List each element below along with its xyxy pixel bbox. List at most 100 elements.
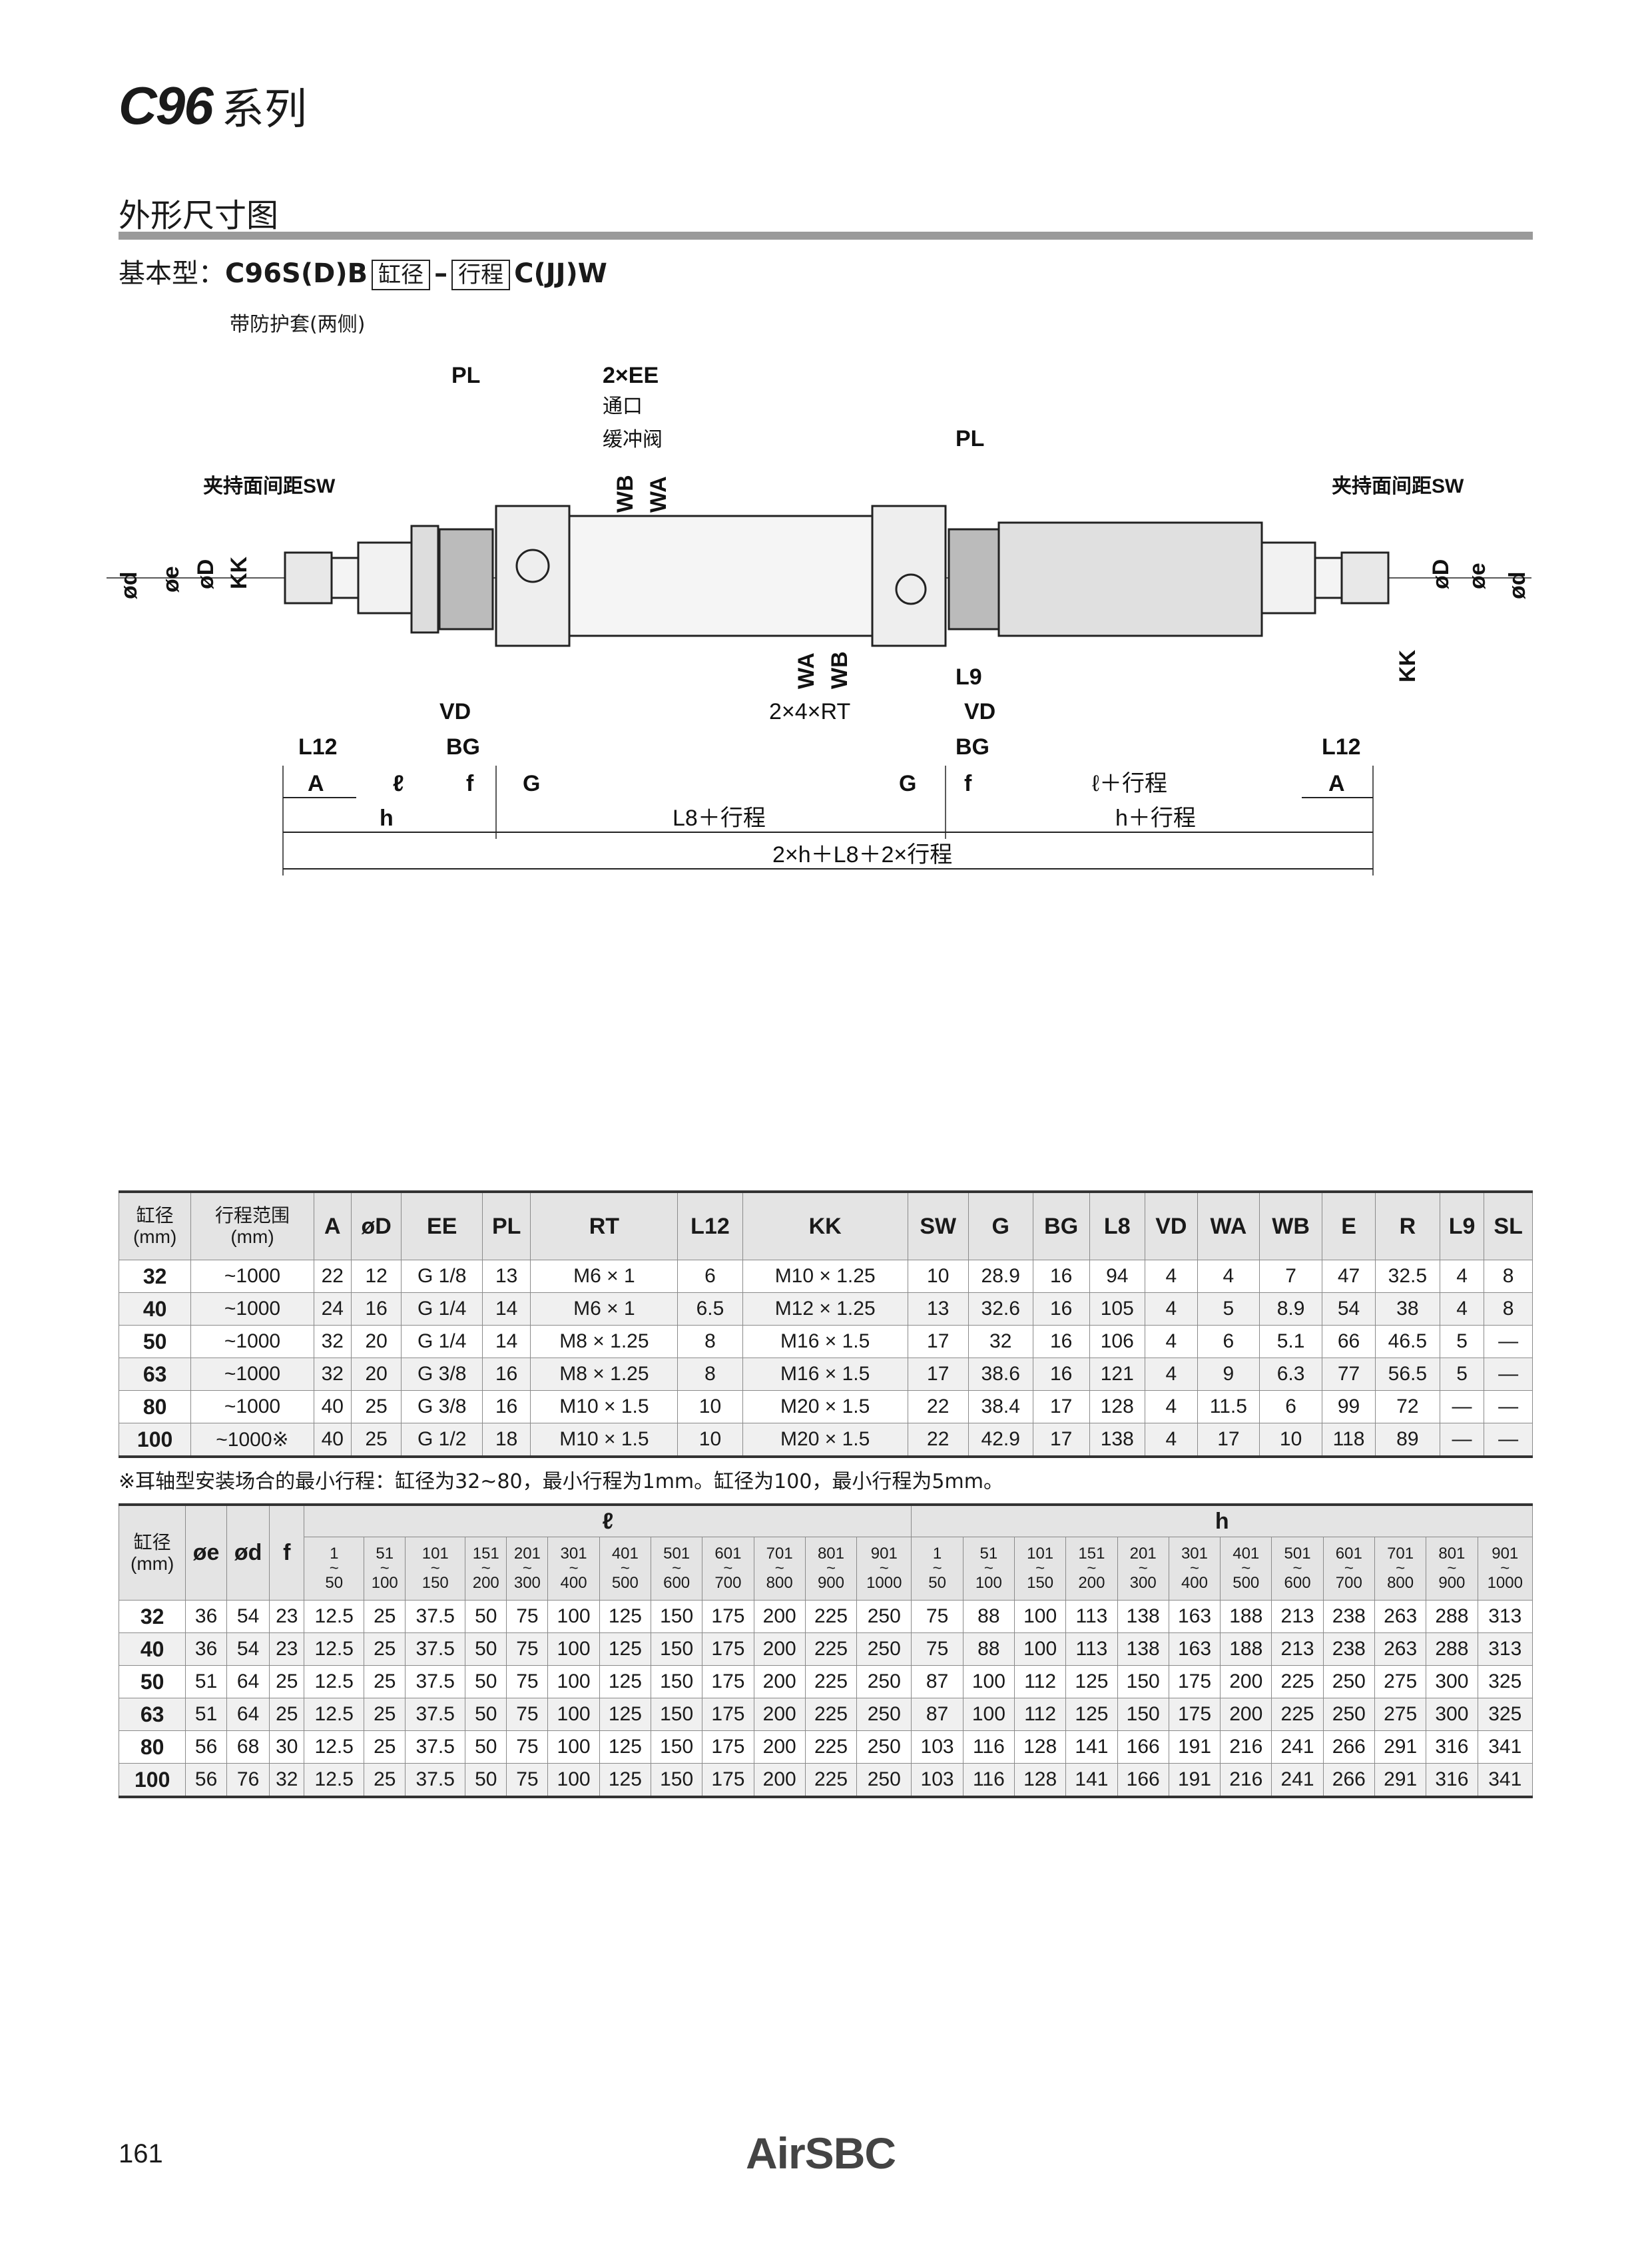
t2-cell: 141 bbox=[1065, 1763, 1118, 1798]
label-vd-left: VD bbox=[439, 699, 471, 724]
label-l12-left: L12 bbox=[298, 734, 338, 760]
t2-cell: 100 bbox=[547, 1763, 600, 1798]
t2-cell: 300 bbox=[1426, 1698, 1478, 1731]
t2-cell: 23 bbox=[269, 1600, 305, 1633]
model-dash: – bbox=[434, 258, 448, 289]
t2-header-l: ℓ bbox=[304, 1503, 912, 1537]
t1-cell: 12 bbox=[350, 1260, 402, 1293]
t1-header: SL bbox=[1484, 1190, 1533, 1260]
t2-cell: 116 bbox=[962, 1730, 1015, 1764]
t2-cell: 75 bbox=[506, 1698, 549, 1731]
t1-cell: 105 bbox=[1089, 1292, 1145, 1326]
t2-cell: 116 bbox=[962, 1763, 1015, 1798]
range-label: 601~700 bbox=[714, 1545, 742, 1592]
t2-cell: 291 bbox=[1374, 1763, 1427, 1798]
t2-cell: 166 bbox=[1117, 1763, 1169, 1798]
model-bore-box: 缸径 bbox=[372, 260, 431, 290]
t2-cell: 100 bbox=[1013, 1600, 1067, 1633]
t2-cell: 188 bbox=[1220, 1600, 1272, 1633]
t2-cell: 87 bbox=[911, 1665, 964, 1698]
t2-cell: 88 bbox=[962, 1600, 1015, 1633]
t1-cell: — bbox=[1484, 1325, 1533, 1358]
t2-cell: 50 bbox=[465, 1665, 507, 1698]
t1-cell: 121 bbox=[1089, 1358, 1145, 1391]
t2-range-header: 301~400 bbox=[1168, 1537, 1221, 1601]
t1-cell: ~1000 bbox=[190, 1390, 314, 1423]
t2-cell: 275 bbox=[1374, 1665, 1427, 1698]
t2-cell: 112 bbox=[1013, 1698, 1067, 1731]
label-wb-bottom: WB bbox=[827, 651, 852, 689]
t2-range-header: 701~800 bbox=[753, 1537, 806, 1601]
t1-cell: 138 bbox=[1089, 1423, 1145, 1458]
t2-cell: 175 bbox=[702, 1600, 754, 1633]
model-part1: C96S(D)B bbox=[225, 258, 368, 289]
t2-cell: 103 bbox=[911, 1730, 964, 1764]
t2-cell: 56 bbox=[185, 1763, 227, 1798]
t1-header: WB bbox=[1259, 1190, 1323, 1260]
t2-cell: 50 bbox=[465, 1698, 507, 1731]
t2-cell: 266 bbox=[1322, 1730, 1375, 1764]
t1-cell: 20 bbox=[350, 1325, 402, 1358]
t2-cell: 191 bbox=[1168, 1730, 1221, 1764]
t2-range-header: 401~500 bbox=[599, 1537, 652, 1601]
t2-header-bore: 缸径(mm) bbox=[118, 1503, 186, 1601]
t1-header: L9 bbox=[1439, 1190, 1485, 1260]
t1-cell: 6 bbox=[1197, 1325, 1260, 1358]
t1-cell: 100 bbox=[118, 1423, 192, 1458]
t1-cell: — bbox=[1484, 1423, 1533, 1458]
t2-cell: 75 bbox=[506, 1632, 549, 1666]
t2-cell: 125 bbox=[1065, 1698, 1118, 1731]
t1-cell: 6 bbox=[1259, 1390, 1323, 1423]
t2-cell: 225 bbox=[804, 1632, 858, 1666]
t2-range-header: 801~900 bbox=[1426, 1537, 1478, 1601]
range-label: 151~200 bbox=[472, 1545, 499, 1592]
t2-cell: 25 bbox=[269, 1698, 305, 1731]
t2-cell: 12.5 bbox=[304, 1763, 365, 1798]
label-bg-right: BG bbox=[956, 734, 989, 760]
t2-range-header: 901~1000 bbox=[1477, 1537, 1533, 1601]
label-pl-right: PL bbox=[956, 426, 984, 451]
t1-cell: 4 bbox=[1439, 1260, 1485, 1293]
t1-cell: ~1000 bbox=[190, 1358, 314, 1391]
t2-cell: 200 bbox=[753, 1600, 806, 1633]
t2-cell: 80 bbox=[118, 1730, 186, 1764]
t1-cell: 17 bbox=[1032, 1390, 1090, 1423]
t2-cell: 12.5 bbox=[304, 1698, 365, 1731]
range-label: 701~800 bbox=[1387, 1545, 1414, 1592]
range-label: 601~700 bbox=[1335, 1545, 1362, 1592]
t2-cell: 225 bbox=[804, 1763, 858, 1798]
t2-cell: 75 bbox=[506, 1730, 549, 1764]
range-label: 101~150 bbox=[421, 1545, 449, 1592]
t2-cell: 30 bbox=[269, 1730, 305, 1764]
t2-cell: 100 bbox=[118, 1763, 186, 1798]
label-a-right: A bbox=[1328, 771, 1345, 796]
t2-range-header: 1~50 bbox=[911, 1537, 964, 1601]
t1-cell: G 3/8 bbox=[401, 1358, 483, 1391]
trunnion-note: ※耳轴型安装场合的最小行程：缸径为32~80，最小行程为1mm。缸径为100，最… bbox=[119, 1470, 1003, 1493]
label-cushion: 缓冲阀 bbox=[603, 429, 663, 451]
t2-cell: 75 bbox=[506, 1763, 549, 1798]
t2-cell: 125 bbox=[599, 1763, 652, 1798]
t1-cell: M12 × 1.25 bbox=[742, 1292, 908, 1326]
t2-range-header: 1~50 bbox=[304, 1537, 365, 1601]
t2-cell: 150 bbox=[1117, 1665, 1169, 1698]
t2-cell: 200 bbox=[1220, 1665, 1272, 1698]
t2-cell: 50 bbox=[118, 1665, 186, 1698]
t2-cell: 113 bbox=[1065, 1600, 1118, 1633]
t2-cell: 266 bbox=[1322, 1763, 1375, 1798]
t2-cell: 32 bbox=[269, 1763, 305, 1798]
t1-cell: M8 × 1.25 bbox=[530, 1358, 679, 1391]
t2-header-h: h bbox=[911, 1503, 1533, 1537]
label-ee: 2×EE bbox=[603, 363, 659, 388]
t2-cell: 64 bbox=[226, 1698, 270, 1731]
t2-cell: 12.5 bbox=[304, 1600, 365, 1633]
t2-cell: 213 bbox=[1271, 1600, 1324, 1633]
label-g-right: G bbox=[899, 771, 916, 796]
t2-cell: 100 bbox=[962, 1698, 1015, 1731]
range-label: 201~300 bbox=[513, 1545, 541, 1592]
t1-header: PL bbox=[481, 1190, 531, 1260]
t1-cell: 5 bbox=[1439, 1325, 1485, 1358]
